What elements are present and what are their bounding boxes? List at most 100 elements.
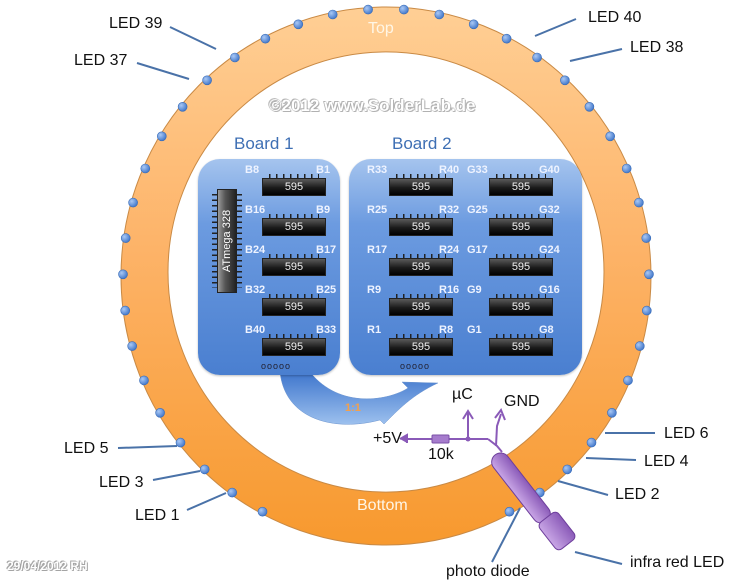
board2-green-shift-register-chip: 595 [489,294,553,316]
board2-red-shift-register-chip: 595 [389,174,453,196]
board2-green-pin-label-right: G40 [539,164,560,176]
watermark: ©2012 www.SolderLab.de [269,96,476,115]
leader-led39 [169,26,217,50]
board1-pin-label-right: B9 [316,204,331,216]
label-ground: GND [504,393,540,410]
board2-green-pin-label-left: G17 [467,244,488,256]
board1-header: ooooo [261,361,292,371]
led-dot [257,506,268,517]
board2-green-shift-register-chip: 595 [489,174,553,196]
led-dot [155,407,165,418]
label-led6: LED 6 [664,425,709,442]
led-dot [227,487,237,498]
board1-shift-register-chip: 595 [262,294,326,316]
board2-green-pin-label-right: G16 [539,284,560,296]
led-dot [634,341,645,351]
board2-red-pin-label-right: R8 [439,324,454,336]
led-dot [230,52,240,63]
led-dot [434,9,445,20]
leader-led3 [152,470,201,481]
board1-pin-label-right: B33 [316,324,337,336]
label-mcu-pin: µC [452,386,473,403]
label-photo-diode: photo diode [446,563,530,580]
led-dot [363,4,373,15]
board1-pin-label-left: B16 [245,204,266,216]
led-dot [157,131,167,142]
led-dot [468,19,479,30]
board1-pin-label-left: B8 [245,164,260,176]
led-dot [118,269,128,280]
board2-red-shift-register-chip: 595 [389,254,453,276]
board1-pin-label-left: B40 [245,324,266,336]
board1-pin-label-left: B24 [245,244,266,256]
led-dot [504,506,515,517]
led-dot [120,305,130,316]
led-dot [584,102,595,112]
label-led40: LED 40 [588,9,642,26]
label-supply: +5V [373,430,402,447]
board2-red-shift-register-chip: 595 [389,214,453,236]
led-dot [562,464,573,475]
led-dot [605,131,616,142]
led-dot [127,341,137,351]
led-dot [177,102,188,112]
resistor-10k [431,434,450,444]
board2-red-pin-label-left: R17 [367,244,388,256]
board2-green-shift-register-chip: 595 [489,334,553,356]
led-dot [293,19,304,30]
led-dot [607,407,617,418]
led-dot [128,197,138,208]
board2-red-shift-register-chip: 595 [389,334,453,356]
board1-pin-label-right: B1 [316,164,331,176]
sensor-circuit [399,407,506,453]
board1-shift-register-chip: 595 [262,174,326,196]
label-led37: LED 37 [74,52,128,69]
leader-photo-diode [491,507,521,563]
label-led5: LED 5 [64,440,109,457]
label-led38: LED 38 [630,39,684,56]
board2-green-pin-label-left: G33 [467,164,488,176]
leader-led5 [117,445,178,449]
board1-shift-register-chip: 595 [262,254,326,276]
label-led3: LED 3 [99,474,144,491]
label-led2: LED 2 [615,486,660,503]
led-dot [260,33,271,44]
leader-led38 [569,48,623,62]
label-resistor: 10k [428,446,454,463]
led-dot [621,163,632,174]
board2-green-pin-label-right: G24 [539,244,560,256]
board2-red-pin-label-left: R25 [367,204,388,216]
board2-red-pin-label-right: R24 [439,244,460,256]
ring-label-bottom: Bottom [357,497,408,514]
board1-pin-label-left: B32 [245,284,266,296]
board2-green-pin-label-left: G1 [467,324,482,336]
led-dot [399,4,409,15]
board2-green-pin-label-left: G25 [467,204,488,216]
board2-title: Board 2 [392,134,452,153]
atmega-label: ATmega 328 [221,209,233,273]
label-ir-led: infra red LED [630,554,725,571]
led-dot [641,305,652,316]
leader-led1 [186,492,227,511]
label-led39: LED 39 [109,15,163,32]
board1-pin-label-right: B17 [316,244,337,256]
led-dot [641,233,652,243]
board2-red-pin-label-right: R16 [439,284,460,296]
board2-red-pin-label-left: R9 [367,284,382,296]
led-dot [532,52,542,63]
led-dots [118,4,654,517]
led-dot [644,269,654,280]
leader-led37 [136,62,190,80]
board2-header: ooooo [400,361,431,371]
leader-led4 [585,457,637,461]
led-dot [202,75,212,86]
board2-green-pin-label-right: G32 [539,204,560,216]
date-signature: 29/04/2012 RH [7,559,88,573]
board1-shift-register-chip: 595 [262,334,326,356]
led-dot [199,464,210,475]
board2-green-shift-register-chip: 595 [489,214,553,236]
led-dot [501,33,512,44]
leader-led40 [534,18,577,37]
